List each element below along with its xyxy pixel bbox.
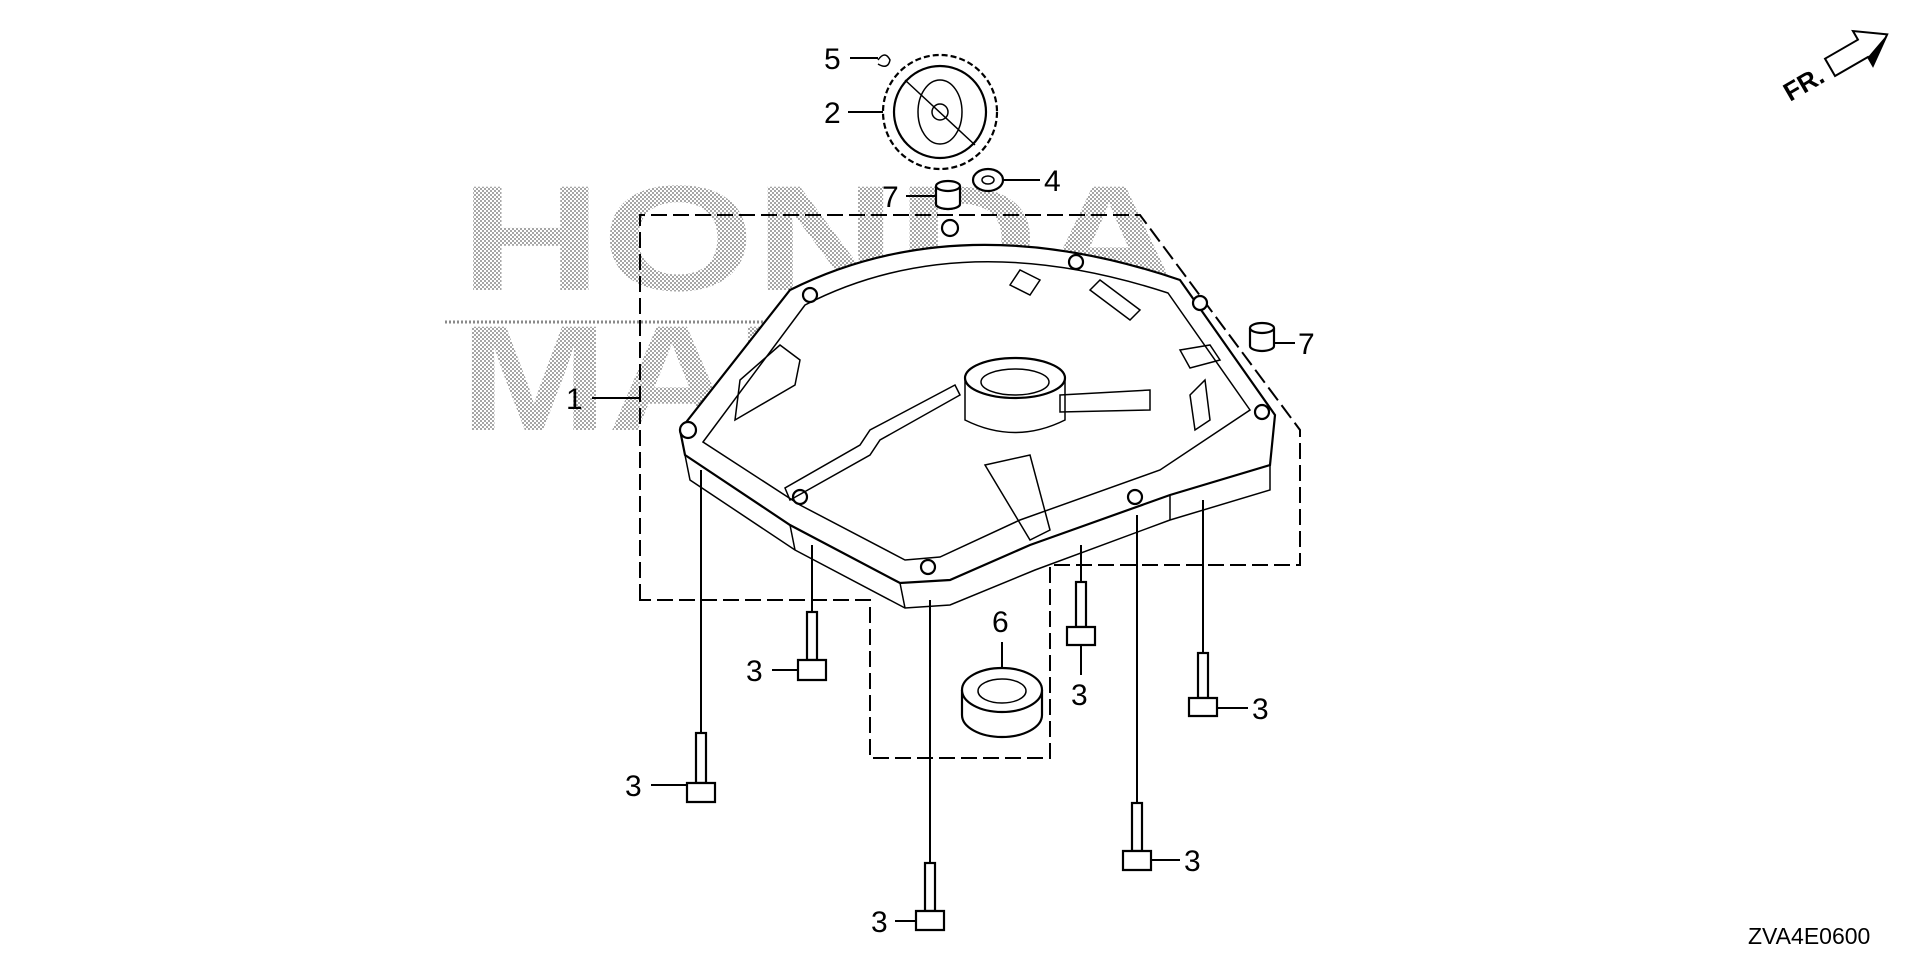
callout-7b: 7 xyxy=(1298,328,1315,361)
governor-gear-part xyxy=(881,53,999,171)
bolt-a xyxy=(796,610,828,682)
callout-3f: 3 xyxy=(871,906,888,939)
clip-part xyxy=(877,54,891,67)
front-arrow-icon xyxy=(1823,29,1889,78)
flange-bolt-parts xyxy=(685,580,1219,932)
callout-2: 2 xyxy=(824,97,841,130)
bolt-e xyxy=(1121,801,1153,872)
bolt-b xyxy=(1065,580,1097,647)
callout-labels: 1 2 3 3 3 3 3 3 4 5 6 7 7 xyxy=(566,43,1315,939)
callout-4: 4 xyxy=(1044,165,1061,198)
callout-5: 5 xyxy=(824,43,841,76)
front-label: FR. xyxy=(1778,60,1829,107)
callout-3b: 3 xyxy=(1071,679,1088,712)
extension-lines xyxy=(700,470,1204,863)
dowel-pin-part-right xyxy=(1248,321,1276,353)
bolt-f xyxy=(914,861,946,932)
bolt-c xyxy=(1187,651,1219,718)
callout-7a: 7 xyxy=(882,181,899,214)
assembly-group-outline xyxy=(639,214,1301,759)
callout-3d: 3 xyxy=(625,770,642,803)
leader-lines xyxy=(592,57,1295,922)
callout-6: 6 xyxy=(992,606,1009,639)
callout-3e: 3 xyxy=(1184,845,1201,878)
callout-3a: 3 xyxy=(746,655,763,688)
oil-seal-part xyxy=(960,666,1044,739)
drawing-code: ZVA4E0600 xyxy=(1748,923,1870,949)
front-direction-indicator: FR. xyxy=(1778,29,1889,107)
washer-part xyxy=(971,167,1005,193)
crankcase-cover-part xyxy=(678,218,1277,609)
callout-3c: 3 xyxy=(1252,693,1269,726)
dowel-pin-part-upper xyxy=(934,179,962,211)
callout-1: 1 xyxy=(566,383,583,416)
bolt-d xyxy=(685,731,717,804)
